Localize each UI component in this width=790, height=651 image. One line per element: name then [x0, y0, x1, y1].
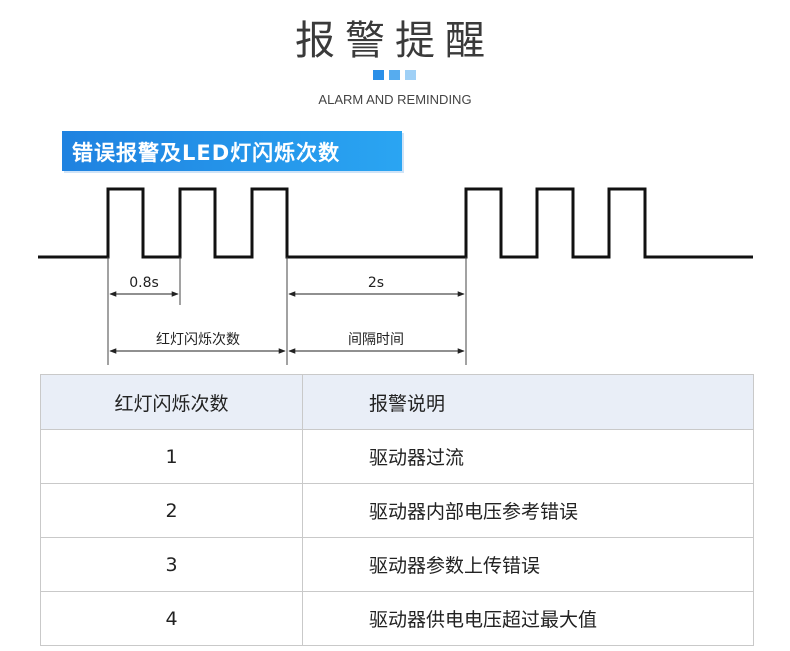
- column-header-description: 报警说明: [302, 374, 754, 430]
- dot-3: [405, 70, 416, 80]
- interval-label: 2s: [368, 275, 384, 291]
- blink-count-cell: 1: [40, 429, 303, 484]
- table-row: 2 驱动器内部电压参考错误: [40, 483, 754, 538]
- table-row: 3 驱动器参数上传错误: [40, 537, 754, 592]
- section-banner-label: 错误报警及LED灯闪烁次数: [72, 141, 341, 165]
- description-cell: 驱动器过流: [302, 429, 754, 484]
- section-banner: 错误报警及LED灯闪烁次数: [62, 131, 402, 171]
- title-dots-decoration: [373, 70, 416, 80]
- page-subtitle: ALARM AND REMINDING: [318, 92, 472, 107]
- timing-diagram: 0.8s 2s 红灯闪烁次数 间隔时间: [38, 187, 753, 365]
- description-cell: 驱动器供电电压超过最大值: [302, 591, 754, 646]
- page-title: 报警提醒: [295, 18, 495, 64]
- dot-2: [389, 70, 400, 80]
- blink-count-label: 红灯闪烁次数: [156, 332, 240, 348]
- blink-count-cell: 4: [40, 591, 303, 646]
- table-header-row: 红灯闪烁次数 报警说明: [40, 374, 754, 430]
- blink-count-cell: 3: [40, 537, 303, 592]
- description-cell: 驱动器内部电压参考错误: [302, 483, 754, 538]
- pulse-waveform: [38, 187, 753, 259]
- dot-1: [373, 70, 384, 80]
- blink-count-cell: 2: [40, 483, 303, 538]
- column-header-blink-count: 红灯闪烁次数: [40, 374, 303, 430]
- table-row: 1 驱动器过流: [40, 429, 754, 484]
- alarm-table: 红灯闪烁次数 报警说明 1 驱动器过流 2 驱动器内部电压参考错误 3 驱动器参…: [40, 374, 754, 646]
- period-label: 0.8s: [129, 275, 159, 291]
- description-cell: 驱动器参数上传错误: [302, 537, 754, 592]
- interval-name-label: 间隔时间: [348, 332, 404, 348]
- table-row: 4 驱动器供电电压超过最大值: [40, 591, 754, 646]
